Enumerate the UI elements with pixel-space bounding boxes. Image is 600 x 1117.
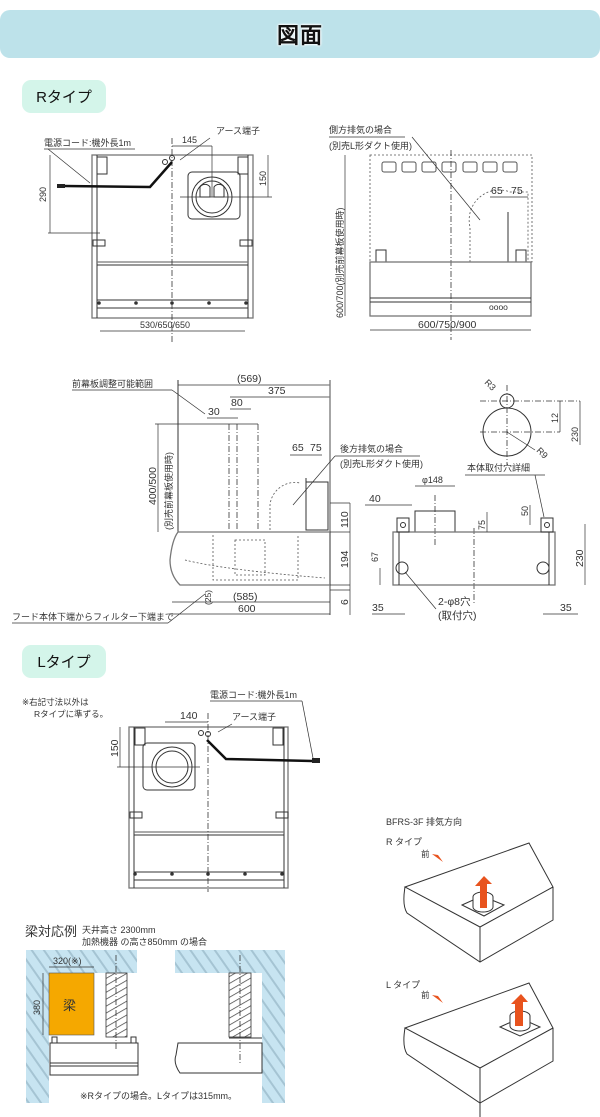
- earth-label: アース端子: [232, 711, 276, 722]
- dim-67: 67: [370, 552, 380, 562]
- side-exhaust-duct: (別売L形ダクト使用): [329, 140, 412, 151]
- l-type-label: Lタイプ: [22, 645, 106, 678]
- exhaust-title: BFRS-3F 排気方向: [386, 816, 462, 827]
- beam-block: [48, 972, 95, 1036]
- dim-150: 150: [109, 739, 121, 757]
- l-front-view: ※右記寸法以外は Rタイプに準ずる。 150 140 アース端子 電源コード:機…: [22, 689, 320, 892]
- power-cord: [206, 739, 313, 763]
- dim-6: 6: [339, 599, 351, 605]
- power-cord: [64, 161, 173, 189]
- r-type-label: Rタイプ: [22, 80, 106, 113]
- dim-194: 194: [339, 550, 351, 568]
- hole-note: (取付穴): [438, 609, 477, 622]
- cord-label: 電源コード:機外長1m: [44, 137, 131, 148]
- cord-label: 電源コード:機外長1m: [210, 689, 297, 700]
- front-arrow-icon: [432, 854, 443, 862]
- dim-145: 145: [182, 135, 197, 145]
- exhaust-r-label: R タイプ: [386, 837, 422, 847]
- dim-12: 12: [550, 413, 560, 423]
- dim-585: (585): [233, 591, 258, 603]
- dim-569: (569): [237, 373, 262, 385]
- exhaust-arrow-icon: [511, 994, 528, 1026]
- r-mount-view: R3 R9 12 230 本体取付穴詳細 φ148 40 50 75 67 23…: [365, 377, 586, 622]
- dim-width: 530/650/650: [140, 320, 190, 330]
- beam-label: 梁: [63, 998, 76, 1013]
- exhaust-direction: BFRS-3F 排気方向 R タイプ 前 L タイプ 前: [386, 816, 554, 1117]
- front-arrow-icon: [432, 995, 443, 1003]
- mount-detail-label: 本体取付穴詳細: [467, 462, 530, 473]
- l-note2: Rタイプに準ずる。: [34, 709, 108, 719]
- dim-80: 80: [231, 397, 243, 409]
- dim-50: 50: [520, 506, 530, 516]
- dim-75: 75: [477, 520, 487, 530]
- beam-cond1: 天井高さ 2300mm: [82, 924, 156, 935]
- hole-label: 2-φ8穴: [438, 595, 471, 608]
- dim-25: (25): [203, 590, 213, 605]
- exhaust-l-label: L タイプ: [386, 980, 420, 990]
- dim-35b: 35: [560, 602, 572, 614]
- front-label-l: 前: [421, 990, 430, 1000]
- dim-375: 375: [268, 385, 286, 397]
- dim-65: 65: [292, 442, 304, 454]
- exhaust-arrow-icon: [475, 876, 492, 908]
- page-title: 図面: [276, 23, 323, 48]
- indicator-dots: oooo: [489, 302, 508, 312]
- dim-75: 75: [310, 442, 322, 454]
- filter-note: フード本体下端からフィルター下端まで: [12, 611, 174, 622]
- front-panel-note: (別売前幕板使用時): [163, 452, 174, 530]
- rear-exhaust-duct: (別売L形ダクト使用): [340, 458, 423, 469]
- dim-30: 30: [208, 406, 220, 418]
- wall-right: [175, 950, 285, 1103]
- dim-65: 65: [491, 185, 503, 197]
- dim-r9: R9: [535, 445, 550, 460]
- earth-label: アース端子: [216, 125, 260, 136]
- dim-width: 600/750/900: [418, 319, 477, 331]
- plug-icon: [312, 758, 320, 763]
- page-header: 図面: [0, 10, 600, 58]
- side-exhaust-note: 側方排気の場合: [329, 124, 392, 135]
- dim-140: 140: [180, 710, 198, 722]
- dim-40: 40: [369, 493, 381, 505]
- beam-cond2: 加熱機器 の高さ850mm の場合: [82, 936, 207, 947]
- dim-290: 290: [38, 187, 48, 202]
- dim-110: 110: [339, 511, 351, 528]
- dim-height: 600/700(別売前幕板使用時): [334, 207, 345, 318]
- beam-example: 梁対応例 天井高さ 2300mm 加熱機器 の高さ850mm の場合 梁 320…: [25, 924, 285, 1103]
- dim-150: 150: [258, 171, 268, 186]
- dim-230a: 230: [570, 427, 580, 442]
- wall-left: [26, 950, 137, 1103]
- r-side-view: oooo 600/700(別売前幕板使用時) 側方排気の場合 (別売L形ダクト使…: [329, 124, 533, 340]
- front-panel-label: 前幕板調整可能範囲: [72, 378, 153, 389]
- dim-400-500: 400/500: [147, 467, 159, 505]
- dim-phi148: φ148: [422, 475, 443, 485]
- dim-r3: R3: [483, 377, 498, 392]
- r-front-view: 電源コード:機外長1m 145 アース端子 290 150 530/650/65…: [38, 125, 272, 342]
- l-note1: ※右記寸法以外は: [22, 697, 89, 707]
- dim-600: 600: [238, 603, 256, 615]
- beam-title: 梁対応例: [25, 924, 77, 939]
- dim-35a: 35: [372, 602, 384, 614]
- r-section-view: 前幕板調整可能範囲 (569) 375 80 30 400/500 (別売前幕板…: [12, 373, 423, 624]
- rear-exhaust-note: 後方排気の場合: [340, 443, 403, 454]
- dim-230b: 230: [574, 549, 586, 567]
- dim-320: 320(※): [53, 956, 82, 966]
- dim-380: 380: [32, 1000, 42, 1015]
- front-label-r: 前: [421, 849, 430, 859]
- beam-footnote: ※Rタイプの場合。Lタイプは315mm。: [80, 1090, 237, 1101]
- plug-icon: [57, 184, 65, 188]
- dim-75: 75: [511, 185, 523, 197]
